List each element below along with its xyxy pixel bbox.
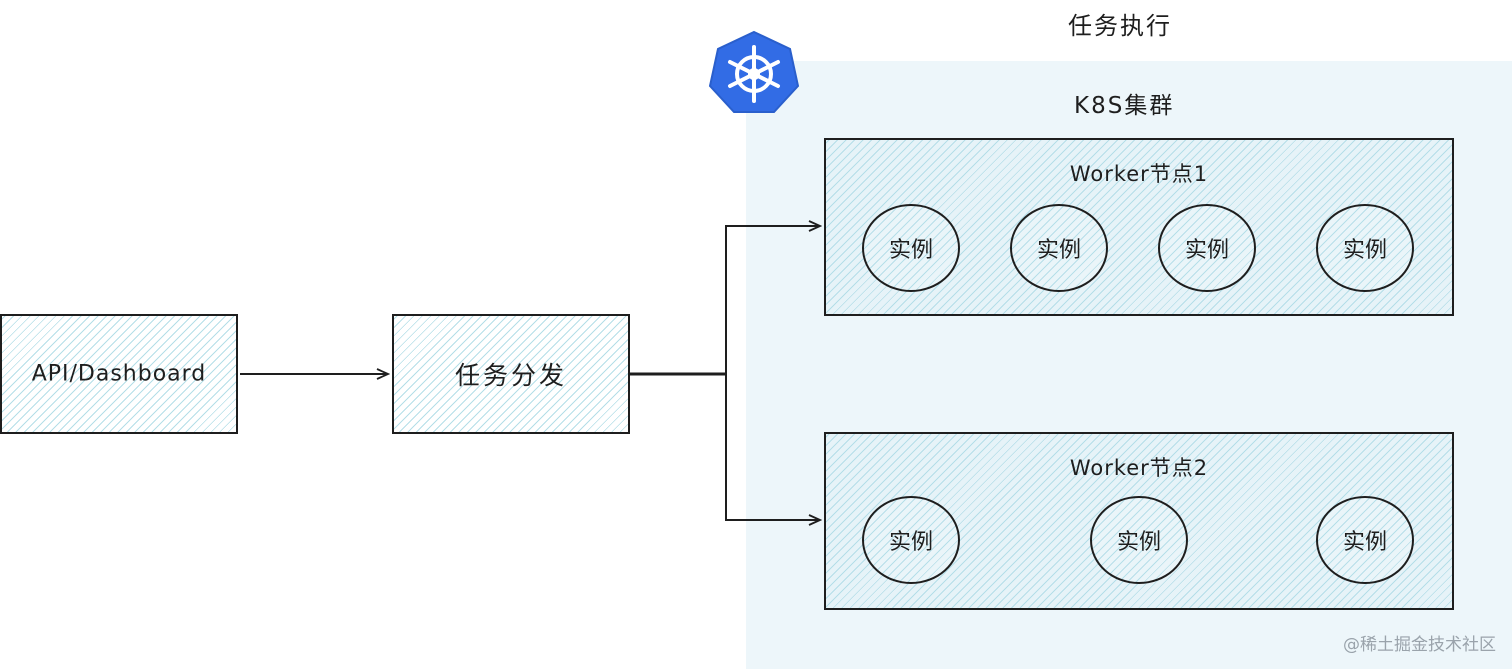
instance-circle: 实例 — [1010, 204, 1108, 292]
instance-label: 实例 — [1184, 238, 1229, 263]
instance-label: 实例 — [888, 238, 933, 263]
task-dispatch-label: 任务分发 — [454, 361, 567, 390]
instance-label: 实例 — [888, 530, 933, 555]
worker-node-2-title: Worker节点2 — [1069, 456, 1209, 480]
instance-label: 实例 — [1342, 530, 1387, 555]
api-dashboard-box: API/Dashboard — [0, 314, 238, 434]
instance-circle: 实例 — [1316, 204, 1414, 292]
worker-node-1-title: Worker节点1 — [1069, 162, 1209, 186]
worker-node-2: Worker节点2 实例 实例 实例 — [824, 432, 1454, 610]
instance-circle: 实例 — [1090, 496, 1188, 584]
instance-label: 实例 — [1036, 238, 1081, 263]
watermark: @稀土掘金技术社区 — [1343, 635, 1496, 655]
cluster-title: K8S集群 — [1074, 93, 1175, 119]
task-dispatch-box: 任务分发 — [392, 314, 630, 434]
diagram-title: 任务执行 — [1068, 12, 1172, 40]
instance-circle: 实例 — [862, 204, 960, 292]
instance-circle: 实例 — [862, 496, 960, 584]
api-dashboard-label: API/Dashboard — [31, 361, 207, 387]
kubernetes-helm-icon — [708, 30, 800, 114]
worker-node-1: Worker节点1 实例 实例 实例 实例 — [824, 138, 1454, 316]
instance-circle: 实例 — [1316, 496, 1414, 584]
instance-circle: 实例 — [1158, 204, 1256, 292]
instance-label: 实例 — [1116, 530, 1161, 555]
instance-label: 实例 — [1342, 238, 1387, 263]
